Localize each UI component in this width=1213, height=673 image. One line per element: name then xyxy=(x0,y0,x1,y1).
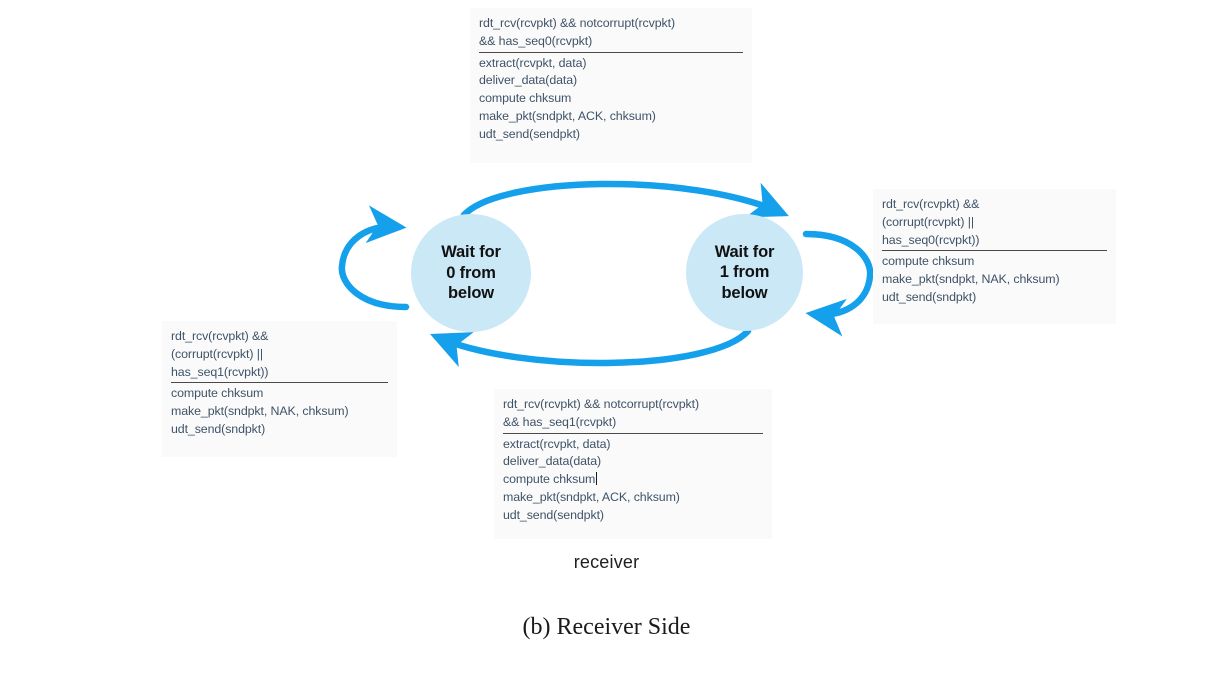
action-line-text: compute chksum xyxy=(503,472,596,487)
condition-action-divider xyxy=(503,432,763,434)
condition-line: rdt_rcv(rcvpkt) && xyxy=(171,329,269,343)
action-line: udt_send(sendpkt) xyxy=(479,126,580,141)
condition-line: (corrupt(rcvpkt) || xyxy=(171,346,263,361)
action-line: compute chksum xyxy=(882,254,975,269)
action-line: make_pkt(sndpkt, NAK, chksum) xyxy=(171,404,349,419)
self-loop-arrow-left xyxy=(338,205,410,311)
transition-label-top: rdt_rcv(rcvpkt) && notcorrupt(rcvpkt) &&… xyxy=(470,8,752,163)
condition-line: (corrupt(rcvpkt) || xyxy=(882,214,974,229)
transition-label-bottom: rdt_rcv(rcvpkt) && notcorrupt(rcvpkt) &&… xyxy=(494,389,772,539)
action-line: extract(rcvpkt, data) xyxy=(479,55,587,70)
transition-label-left: rdt_rcv(rcvpkt) && (corrupt(rcvpkt) || h… xyxy=(162,321,397,457)
figure-caption: (b) Receiver Side xyxy=(522,614,691,640)
action-line: udt_send(sendpkt) xyxy=(503,507,604,522)
condition-line: && has_seq1(rcvpkt) xyxy=(503,414,617,429)
action-line: make_pkt(sndpkt, ACK, chksum) xyxy=(503,489,680,504)
state-label-line: 1 from xyxy=(719,263,770,282)
action-line: deliver_data(data) xyxy=(503,454,602,469)
condition-action-divider xyxy=(171,382,388,384)
state-label-line: 0 from xyxy=(446,263,496,282)
condition-line: has_seq0(rcvpkt)) xyxy=(882,232,980,247)
state-label-line: Wait for xyxy=(441,243,501,262)
condition-line: rdt_rcv(rcvpkt) && notcorrupt(rcvpkt) xyxy=(503,397,699,411)
action-line: extract(rcvpkt, data) xyxy=(503,436,611,451)
transition-arrow-bottom xyxy=(430,327,752,367)
condition-line: && has_seq0(rcvpkt) xyxy=(479,33,593,48)
action-line: compute chksum xyxy=(479,91,572,106)
state-label-line: below xyxy=(721,283,768,302)
condition-action-divider xyxy=(882,250,1107,252)
condition-line: has_seq1(rcvpkt)) xyxy=(171,364,269,379)
action-line: make_pkt(sndpkt, NAK, chksum) xyxy=(882,272,1060,287)
action-line: udt_send(sndpkt) xyxy=(882,289,977,304)
action-line: deliver_data(data) xyxy=(479,73,578,88)
transition-arrow-top xyxy=(460,180,789,219)
action-line-with-caret[interactable]: compute chksum xyxy=(503,471,763,489)
state-label-line: Wait for xyxy=(714,242,775,261)
transition-label-right: rdt_rcv(rcvpkt) && (corrupt(rcvpkt) || h… xyxy=(873,189,1116,324)
action-line: compute chksum xyxy=(171,386,264,401)
action-line: make_pkt(sndpkt, ACK, chksum) xyxy=(479,108,656,123)
condition-line: rdt_rcv(rcvpkt) && xyxy=(882,197,980,211)
state-wait-for-1-from-below[interactable]: Wait for 1 from below xyxy=(686,214,803,331)
action-line: udt_send(sndpkt) xyxy=(171,421,266,436)
receiver-label: receiver xyxy=(573,552,640,572)
state-wait-for-0-from-below[interactable]: Wait for 0 from below xyxy=(411,214,531,332)
state-label-line: below xyxy=(447,284,494,303)
condition-action-divider xyxy=(479,51,743,53)
condition-line: rdt_rcv(rcvpkt) && notcorrupt(rcvpkt) xyxy=(479,16,675,30)
self-loop-arrow-right xyxy=(802,230,874,337)
text-cursor xyxy=(595,472,598,486)
